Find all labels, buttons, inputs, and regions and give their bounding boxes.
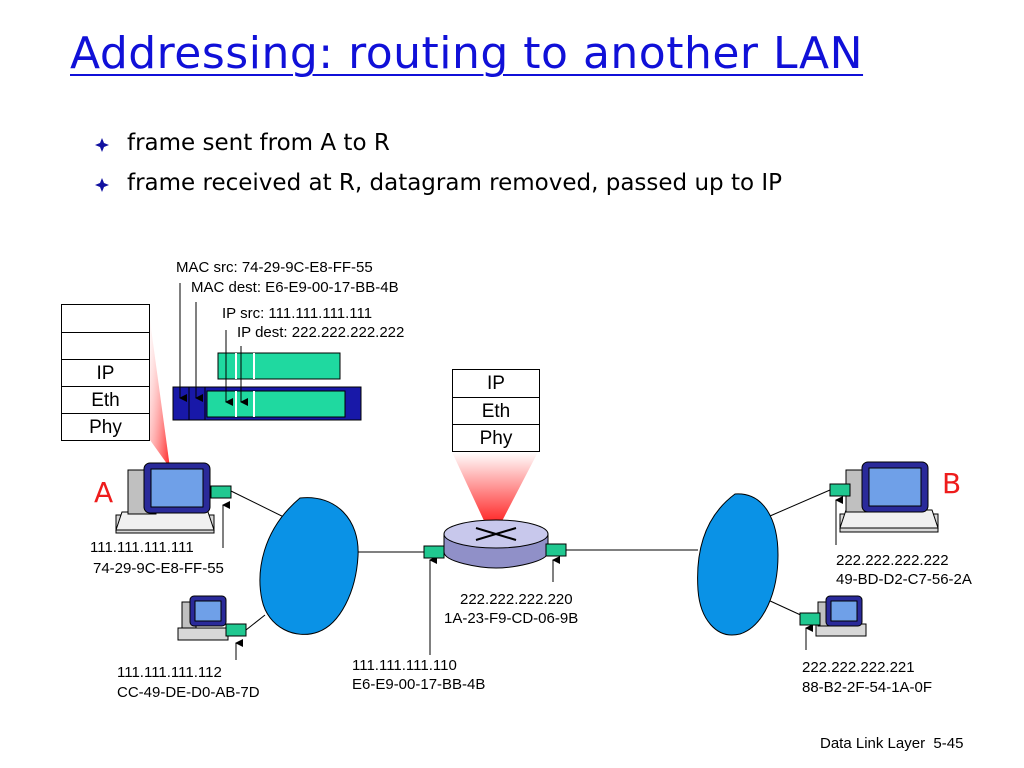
host-a-computer-icon — [115, 462, 215, 534]
host-a-nic-icon — [210, 485, 232, 499]
lan-2-cloud — [697, 493, 779, 636]
footer-page-number: 5-45 — [933, 735, 964, 752]
host-a-ip: 111.111.111.111 — [90, 539, 194, 556]
router-left-mac: E6-E9-00-17-BB-4B — [352, 676, 486, 693]
router-right-mac: 1A-23-F9-CD-06-9B — [444, 610, 579, 627]
stack-layer: Phy — [62, 413, 149, 440]
lan-1-cloud — [259, 497, 359, 635]
datagram-shape — [217, 352, 341, 380]
stack-layer: IP — [62, 359, 149, 386]
router-right-nic-icon — [545, 543, 567, 557]
slide-footer: Data Link Layer 5-45 — [820, 735, 963, 752]
host-a-stack-beam — [148, 306, 170, 468]
diamond-bullet-icon — [95, 138, 109, 152]
host-a-label: A — [94, 476, 114, 509]
address-pointers — [222, 496, 843, 660]
host-a2-ip: 111.111.111.112 — [117, 664, 222, 681]
router-right-ip: 222.222.222.220 — [460, 591, 573, 608]
router-icon — [443, 519, 549, 569]
host-b-label: B — [942, 467, 962, 500]
host-b-computer-icon — [839, 461, 939, 533]
host-a2-nic-icon — [225, 623, 247, 637]
ip-dest-label: IP dest: 222.222.222.222 — [237, 324, 405, 341]
router-stack-beam — [452, 452, 538, 525]
host-a-mac: 74-29-9C-E8-FF-55 — [93, 560, 224, 577]
stack-layer: Eth — [453, 397, 539, 424]
host-b2-ip: 222.222.222.221 — [802, 659, 915, 676]
mac-dest-label: MAC dest: E6-E9-00-17-BB-4B — [191, 279, 399, 296]
ethernet-frame — [172, 352, 362, 421]
stack-layer: Eth — [62, 386, 149, 413]
host-b-mac: 49-BD-D2-C7-56-2A — [836, 571, 972, 588]
bullet-text: frame received at R, datagram removed, p… — [127, 170, 782, 196]
host-a2-mac: CC-49-DE-D0-AB-7D — [117, 684, 260, 701]
encapsulated-datagram — [206, 390, 346, 418]
host-b2-nic-icon — [799, 612, 821, 626]
bullet-text: frame sent from A to R — [127, 130, 390, 156]
stack-layer — [62, 305, 149, 332]
stack-layer — [62, 332, 149, 359]
footer-chapter: Data Link Layer — [820, 735, 926, 752]
stack-layer: IP — [487, 373, 505, 394]
diamond-bullet-icon — [95, 178, 109, 192]
host-b-nic-icon — [829, 483, 851, 497]
router-left-nic-icon — [423, 545, 445, 559]
ip-src-label: IP src: 111.111.111.111 — [222, 305, 373, 322]
host-b2-computer-icon — [815, 595, 867, 637]
host-b2-mac: 88-B2-2F-54-1A-0F — [802, 679, 933, 696]
header-pointers — [179, 283, 248, 406]
mac-src-label: MAC src: 74-29-9C-E8-FF-55 — [176, 259, 373, 276]
slide-title: Addressing: routing to another LAN — [70, 28, 864, 79]
stack-layer: Phy — [453, 424, 539, 451]
host-a2-computer-icon — [177, 595, 229, 641]
router-protocol-stack: IP Eth Phy — [452, 369, 540, 452]
host-a-protocol-stack: IP Eth Phy — [61, 304, 150, 441]
router-left-ip: 111.111.111.110 — [352, 657, 457, 674]
host-b-ip: 222.222.222.222 — [836, 552, 949, 569]
